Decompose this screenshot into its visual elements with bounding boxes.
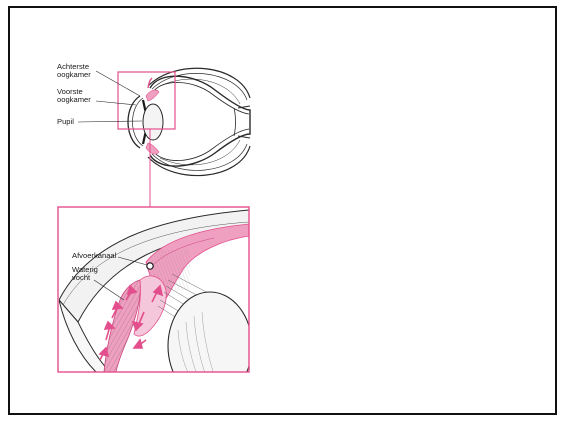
label-afvoerkanaal: Afvoerkanaal	[72, 252, 116, 260]
overview-eye	[128, 68, 250, 175]
zoomed-detail	[58, 207, 252, 400]
label-waterig-vocht: Waterig vocht	[72, 266, 98, 283]
leader-voorste	[96, 101, 136, 105]
label-pupil: Pupil	[57, 118, 74, 126]
label-voorste-oogkamer: Voorste oogkamer	[57, 88, 91, 105]
label-achterste-oogkamer: Achterste oogkamer	[57, 63, 91, 80]
